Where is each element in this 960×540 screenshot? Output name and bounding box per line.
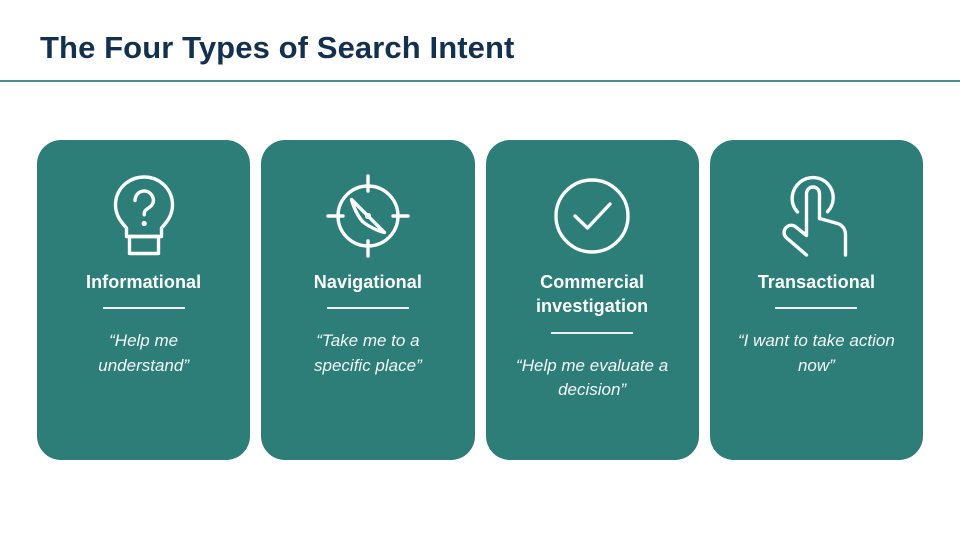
intent-card-divider (326, 307, 409, 310)
intent-card-quote: “Help me understand” (98, 331, 189, 375)
intent-card-title: Informational (85, 272, 202, 292)
intent-card-commercial-investigation[interactable]: Commercial investigation “Help me evalua… (485, 140, 699, 460)
intent-card-divider (551, 331, 634, 334)
intent-card-navigational[interactable]: Navigational “Take me to a specific plac… (261, 140, 475, 460)
tap-hand-icon (775, 168, 857, 264)
intent-card-divider (102, 307, 185, 310)
compass-icon (326, 168, 410, 264)
lightbulb-question-icon (107, 168, 181, 264)
intent-card-title: Navigational (313, 272, 422, 292)
check-circle-icon (552, 168, 632, 264)
intent-card-quote: “I want to take action now” (737, 331, 895, 375)
intent-card-transactional[interactable]: Transactional “I want to take action now… (709, 140, 923, 460)
title-divider-rule (0, 80, 960, 82)
intent-card-quote: “Help me evaluate a decision” (516, 355, 669, 400)
intent-card-quote: “Take me to a specific place” (314, 331, 422, 375)
intent-card-divider (775, 307, 858, 310)
intent-card-title: Transactional (757, 272, 876, 292)
page-title: The Four Types of Search Intent (40, 30, 515, 65)
intent-card-title: Commercial investigation (535, 272, 649, 317)
intent-card-informational[interactable]: Informational “Help me understand” (37, 140, 251, 460)
search-intent-card-grid: Informational “Help me understand” Navig… (37, 140, 923, 460)
